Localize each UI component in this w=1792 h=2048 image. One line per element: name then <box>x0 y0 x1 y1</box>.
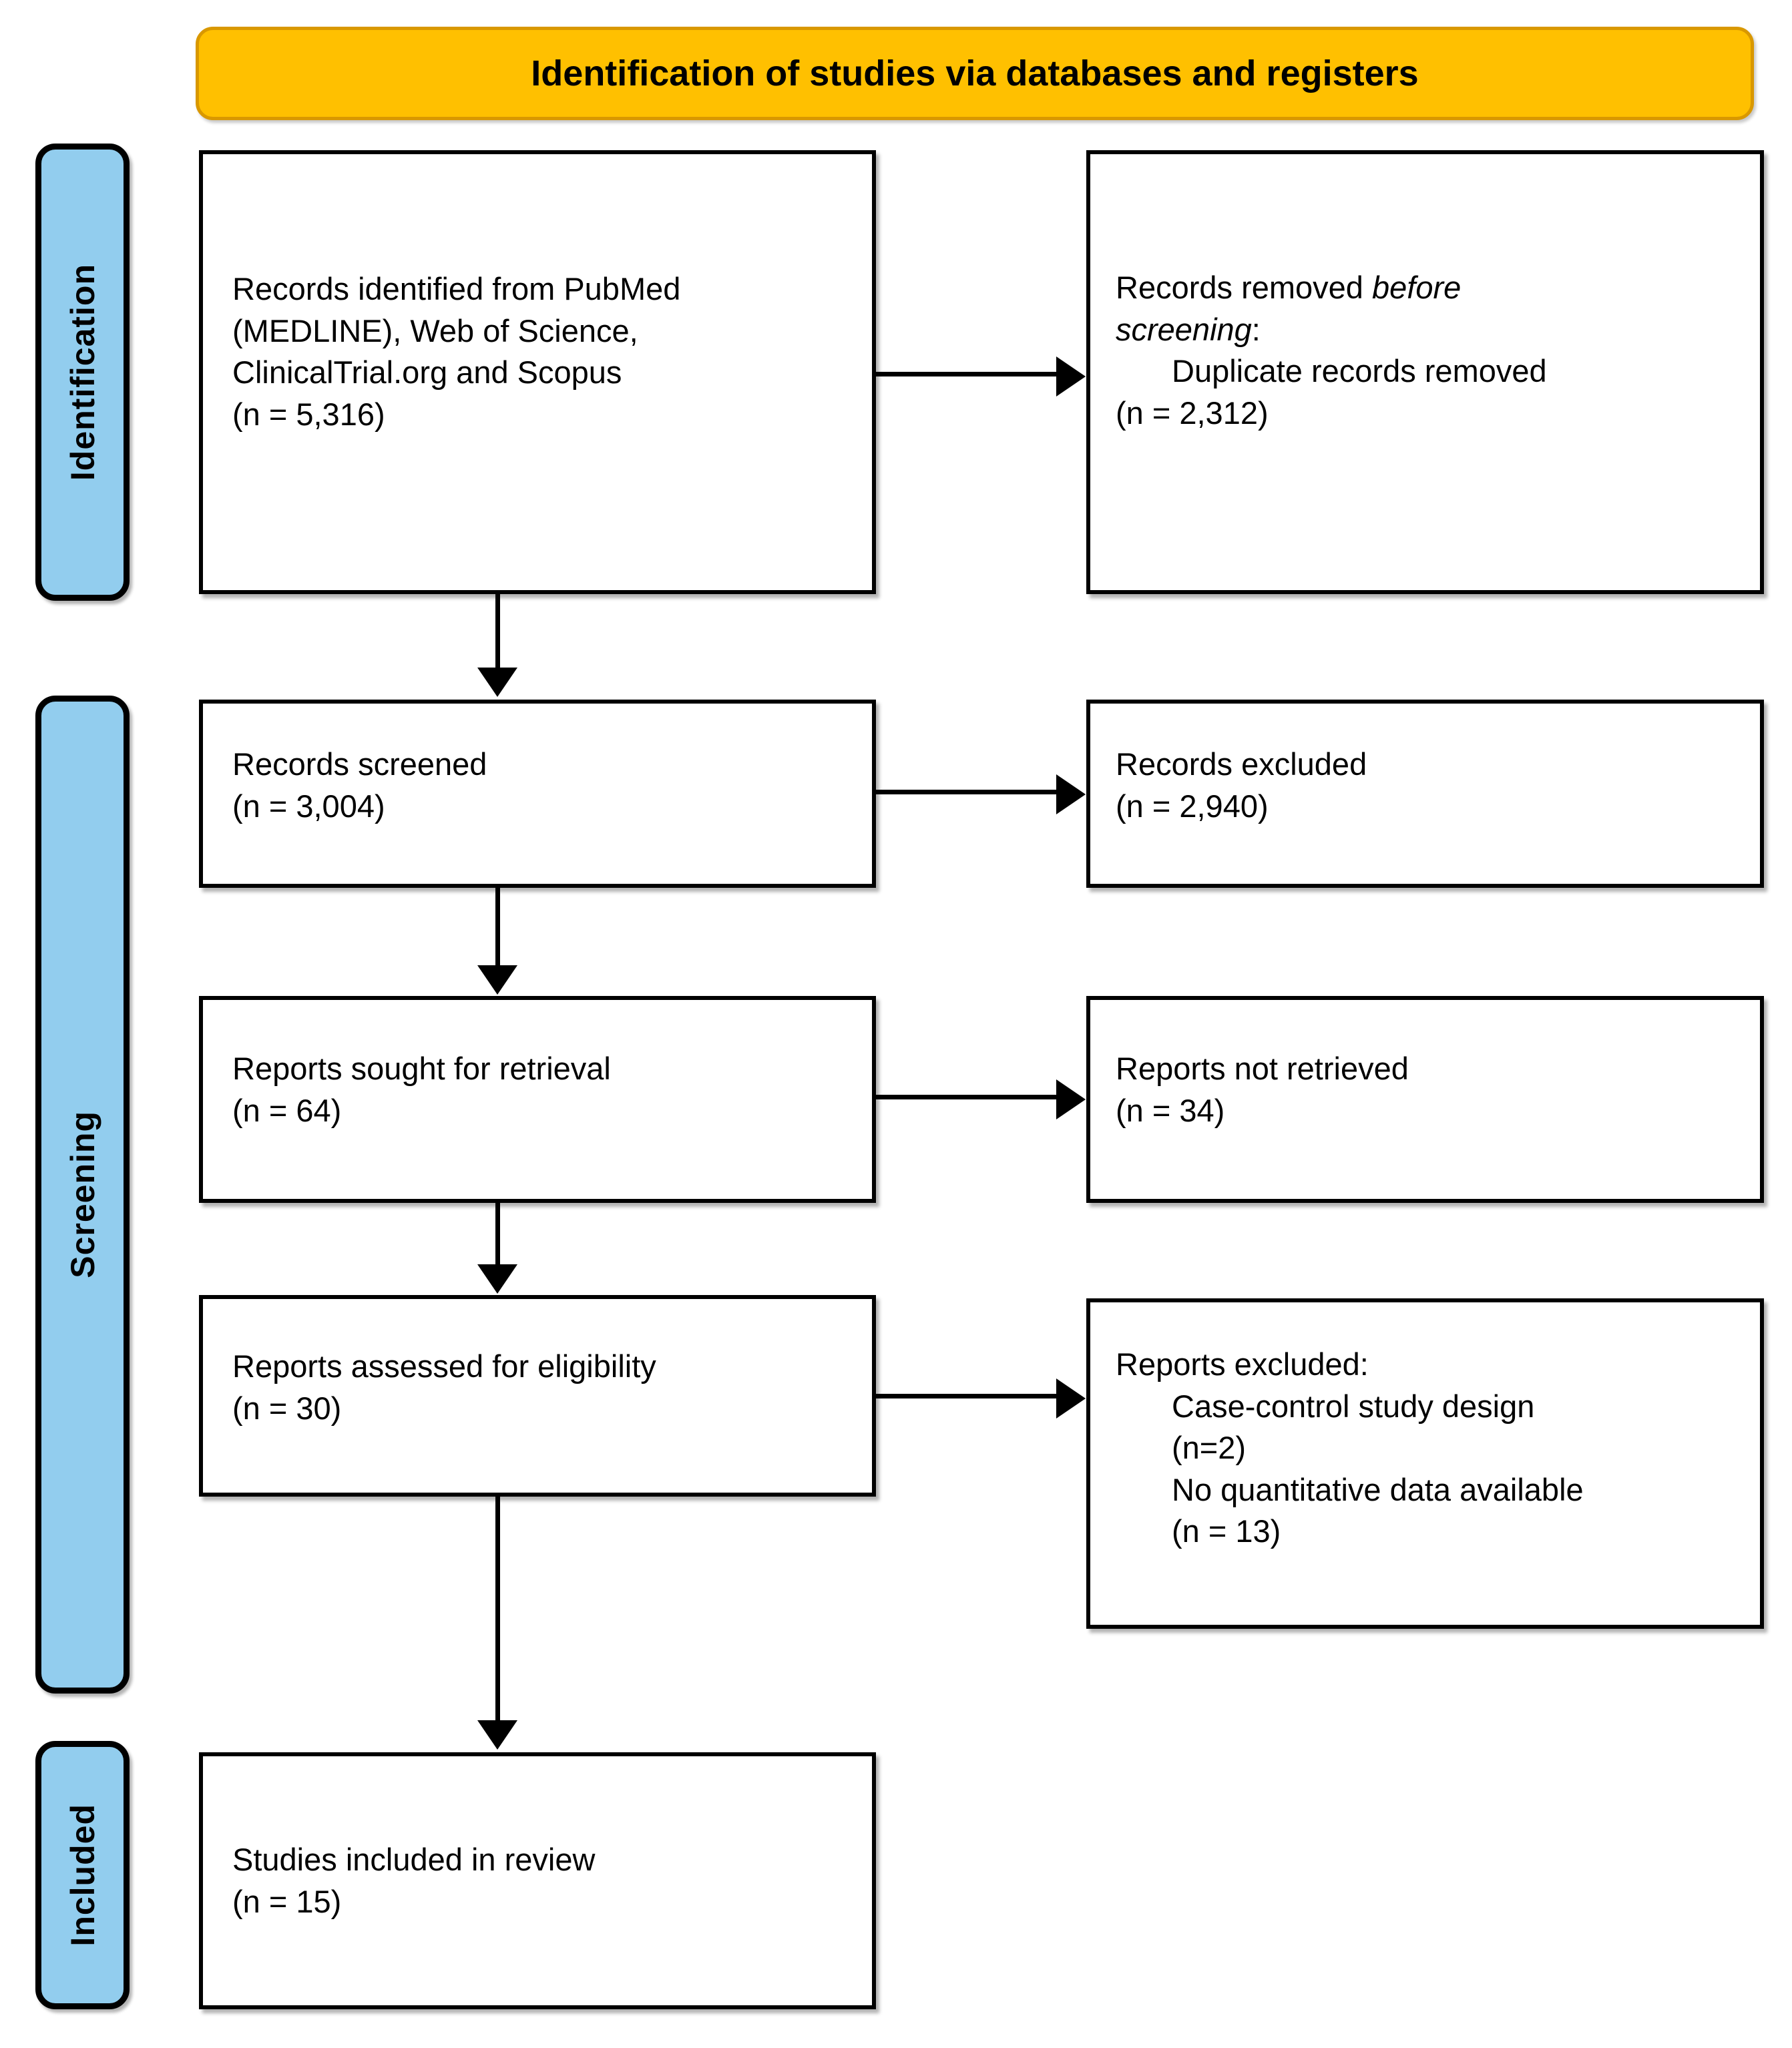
connector-sought-to-not-retrieved-line <box>876 1095 1058 1099</box>
node-line: screening: <box>1116 309 1744 351</box>
node-count: (n=2) <box>1172 1430 1247 1465</box>
connector-assessed-to-reports-excluded-line <box>876 1394 1058 1398</box>
node-records-screened-text: Records screened (n = 3,004) <box>232 744 856 827</box>
node-records-excluded: Records excluded (n = 2,940) <box>1086 700 1764 888</box>
node-records-screened: Records screened (n = 3,004) <box>199 700 876 888</box>
node-line: Studies included in review <box>232 1842 596 1877</box>
node-line-italic: before <box>1372 270 1462 305</box>
node-reports-not-retrieved: Reports not retrieved (n = 34) <box>1086 996 1764 1203</box>
node-records-removed-text: Records removed before screening: Duplic… <box>1116 267 1744 434</box>
connector-identified-to-removed-line <box>876 372 1058 376</box>
stage-label-identification: Identification <box>35 144 130 601</box>
connector-screened-to-excluded-arrow <box>1056 774 1086 814</box>
node-line: Reports not retrieved <box>1116 1051 1409 1086</box>
node-records-identified-text: Records identified from PubMed (MEDLINE)… <box>232 268 856 435</box>
node-records-identified: Records identified from PubMed (MEDLINE)… <box>199 150 876 594</box>
node-line: (MEDLINE), Web of Science, <box>232 312 638 348</box>
connector-assessed-to-included-arrow <box>477 1720 517 1750</box>
node-line: Case-control study design <box>1172 1388 1535 1424</box>
node-records-removed: Records removed before screening: Duplic… <box>1086 150 1764 594</box>
node-reports-excluded: Reports excluded: Case-control study des… <box>1086 1298 1764 1629</box>
node-line: No quantitative data available <box>1172 1471 1584 1507</box>
stage-screening-text: Screening <box>63 1111 101 1278</box>
connector-screened-to-excluded-line <box>876 790 1058 794</box>
node-line-plain: : <box>1251 311 1261 347</box>
node-line: Records removed before <box>1116 267 1744 309</box>
node-studies-included: Studies included in review (n = 15) <box>199 1752 876 2009</box>
node-line-italic: screening <box>1116 311 1252 347</box>
diagram-header-banner: Identification of studies via databases … <box>196 27 1754 120</box>
node-line: Reports excluded: <box>1116 1346 1369 1382</box>
node-count: (n = 13) <box>1172 1513 1281 1549</box>
stage-label-included: Included <box>35 1741 130 2009</box>
node-count: (n = 2,940) <box>1116 788 1269 824</box>
node-line: Reports assessed for eligibility <box>232 1348 656 1384</box>
connector-assessed-to-included-line <box>495 1497 500 1722</box>
node-line-plain: Records removed <box>1116 270 1372 305</box>
connector-identified-to-removed-arrow <box>1056 356 1086 397</box>
node-reports-excluded-text: Reports excluded: Case-control study des… <box>1116 1344 1744 1553</box>
connector-sought-to-assessed-arrow <box>477 1264 517 1294</box>
stage-label-screening: Screening <box>35 696 130 1694</box>
stage-identification-text: Identification <box>63 263 101 481</box>
node-line: ClinicalTrial.org and Scopus <box>232 354 622 390</box>
banner-title: Identification of studies via databases … <box>531 53 1419 93</box>
node-reports-assessed-text: Reports assessed for eligibility (n = 30… <box>232 1346 856 1429</box>
node-line: Records identified from PubMed <box>232 271 681 306</box>
node-count: (n = 2,312) <box>1116 395 1269 431</box>
node-studies-included-text: Studies included in review (n = 15) <box>232 1839 856 1923</box>
node-count: (n = 15) <box>232 1883 342 1919</box>
node-reports-sought: Reports sought for retrieval (n = 64) <box>199 996 876 1203</box>
node-records-excluded-text: Records excluded (n = 2,940) <box>1116 744 1744 827</box>
node-line: Duplicate records removed <box>1172 353 1547 389</box>
node-line: Records excluded <box>1116 746 1367 782</box>
node-line: Records screened <box>232 746 487 782</box>
stage-included-text: Included <box>63 1804 101 1947</box>
connector-sought-to-not-retrieved-arrow <box>1056 1079 1086 1119</box>
node-count: (n = 30) <box>232 1390 342 1426</box>
node-count: (n = 34) <box>1116 1092 1225 1128</box>
connector-identified-to-screened-line <box>495 594 500 669</box>
connector-screened-to-sought-arrow <box>477 965 517 995</box>
connector-assessed-to-reports-excluded-arrow <box>1056 1378 1086 1419</box>
node-reports-assessed: Reports assessed for eligibility (n = 30… <box>199 1295 876 1497</box>
node-count: (n = 5,316) <box>232 396 385 432</box>
node-count: (n = 3,004) <box>232 788 385 824</box>
node-reports-not-retrieved-text: Reports not retrieved (n = 34) <box>1116 1048 1744 1131</box>
node-reports-sought-text: Reports sought for retrieval (n = 64) <box>232 1048 856 1131</box>
connector-screened-to-sought-line <box>495 888 500 967</box>
connector-identified-to-screened-arrow <box>477 668 517 697</box>
node-line: Reports sought for retrieval <box>232 1051 611 1086</box>
connector-sought-to-assessed-line <box>495 1203 500 1266</box>
node-count: (n = 64) <box>232 1092 342 1128</box>
